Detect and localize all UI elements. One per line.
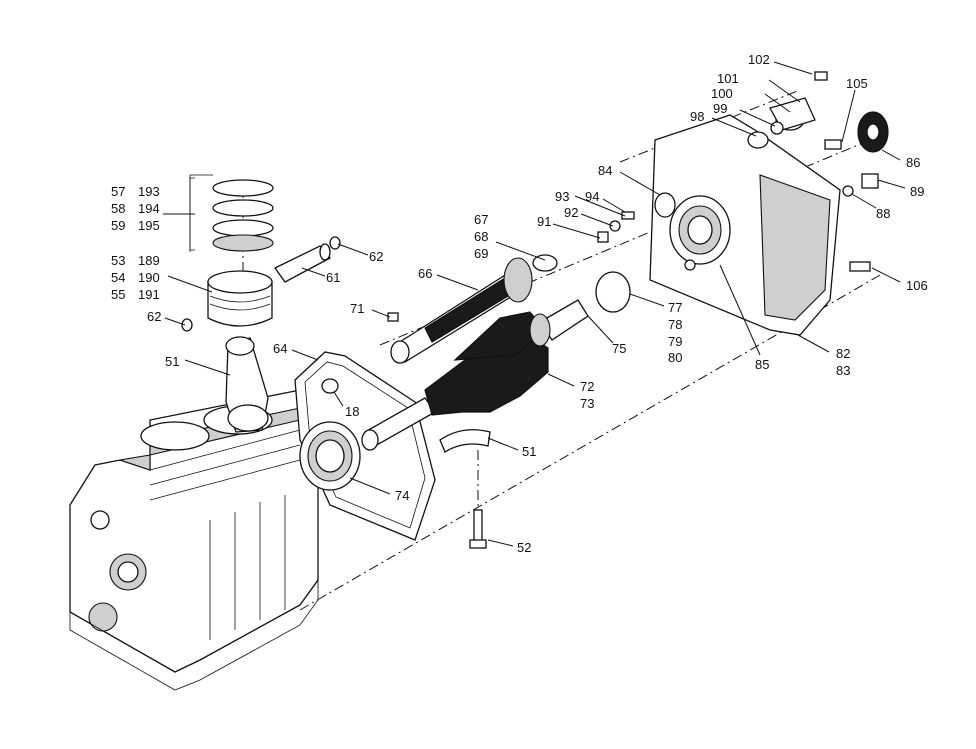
cylinder-bore-left bbox=[140, 421, 210, 451]
crankcase-port-upper bbox=[90, 510, 110, 530]
main-bearing bbox=[299, 421, 361, 491]
label-106: 106 bbox=[906, 278, 928, 293]
crankcase-port-lower bbox=[88, 602, 118, 632]
label-69: 69 bbox=[474, 246, 488, 261]
label-191: 191 bbox=[138, 287, 160, 302]
rod-bolt bbox=[469, 509, 487, 549]
piston bbox=[207, 270, 273, 327]
label-99: 99 bbox=[713, 101, 727, 116]
screw-105 bbox=[824, 139, 842, 150]
label-71: 71 bbox=[350, 301, 364, 316]
leader-lines bbox=[163, 61, 906, 547]
label-93: 93 bbox=[555, 189, 569, 204]
cam-gear bbox=[503, 257, 533, 303]
pin-clip-upper bbox=[329, 236, 341, 250]
label-94: 94 bbox=[585, 189, 599, 204]
label-80: 80 bbox=[668, 350, 682, 365]
oring-seal bbox=[321, 378, 339, 394]
label-72: 72 bbox=[580, 379, 594, 394]
crankcase-block bbox=[69, 389, 319, 691]
label-83: 83 bbox=[836, 363, 850, 378]
label-62-upper: 62 bbox=[369, 249, 383, 264]
label-88: 88 bbox=[876, 206, 890, 221]
wrist-pin bbox=[181, 236, 341, 332]
label-101: 101 bbox=[717, 71, 739, 86]
crank-gear bbox=[529, 313, 551, 347]
connecting-rod bbox=[225, 336, 269, 433]
label-74: 74 bbox=[395, 488, 409, 503]
label-91: 91 bbox=[537, 214, 551, 229]
part-98 bbox=[747, 131, 769, 149]
label-18: 18 bbox=[345, 404, 359, 419]
label-89: 89 bbox=[910, 184, 924, 199]
label-58: 58 bbox=[111, 201, 125, 216]
label-78: 78 bbox=[668, 317, 682, 332]
label-102: 102 bbox=[748, 52, 770, 67]
part-99 bbox=[770, 121, 784, 135]
label-85: 85 bbox=[755, 357, 769, 372]
label-67: 67 bbox=[474, 212, 488, 227]
seal-ring-77 bbox=[595, 271, 631, 313]
label-54: 54 bbox=[111, 270, 125, 285]
callout-labels: 102 101 100 105 99 98 86 89 88 84 93 94 … bbox=[111, 52, 928, 555]
label-100: 100 bbox=[711, 86, 733, 101]
label-194: 194 bbox=[138, 201, 160, 216]
label-84: 84 bbox=[598, 163, 612, 178]
label-195: 195 bbox=[138, 218, 160, 233]
screw-102 bbox=[814, 71, 828, 81]
label-79: 79 bbox=[668, 334, 682, 349]
label-55: 55 bbox=[111, 287, 125, 302]
label-82: 82 bbox=[836, 346, 850, 361]
label-73: 73 bbox=[580, 396, 594, 411]
cover-oil-seal bbox=[654, 192, 676, 218]
label-59: 59 bbox=[111, 218, 125, 233]
label-98: 98 bbox=[690, 109, 704, 124]
label-61: 61 bbox=[326, 270, 340, 285]
label-52: 52 bbox=[517, 540, 531, 555]
camshaft bbox=[390, 257, 533, 364]
label-68: 68 bbox=[474, 229, 488, 244]
crankcase-cover bbox=[649, 114, 841, 336]
label-190: 190 bbox=[138, 270, 160, 285]
rod-cap bbox=[439, 429, 491, 453]
label-193: 193 bbox=[138, 184, 160, 199]
spring-94 bbox=[621, 211, 635, 220]
label-51-cap: 51 bbox=[522, 444, 536, 459]
label-64: 64 bbox=[273, 341, 287, 356]
label-75: 75 bbox=[612, 341, 626, 356]
label-66: 66 bbox=[418, 266, 432, 281]
label-57: 57 bbox=[111, 184, 125, 199]
key-71 bbox=[387, 312, 399, 322]
piston-rings bbox=[189, 174, 274, 252]
pin-clip-lower bbox=[181, 318, 193, 332]
cover-axis-line bbox=[619, 89, 801, 163]
bolt-91 bbox=[597, 231, 609, 243]
main-axis-line bbox=[299, 274, 881, 611]
label-105: 105 bbox=[846, 76, 868, 91]
label-62-lower: 62 bbox=[147, 309, 161, 324]
label-92: 92 bbox=[564, 205, 578, 220]
cam-washer bbox=[532, 254, 558, 272]
label-51-rod: 51 bbox=[165, 354, 179, 369]
washer-92 bbox=[609, 220, 621, 232]
bolt-106 bbox=[849, 261, 871, 272]
washer-88 bbox=[842, 185, 854, 197]
small-parts bbox=[387, 211, 635, 322]
label-53: 53 bbox=[111, 253, 125, 268]
label-77: 77 bbox=[668, 300, 682, 315]
crankshaft bbox=[361, 299, 589, 451]
label-86: 86 bbox=[906, 155, 920, 170]
plug-89 bbox=[861, 173, 879, 189]
label-189: 189 bbox=[138, 253, 160, 268]
